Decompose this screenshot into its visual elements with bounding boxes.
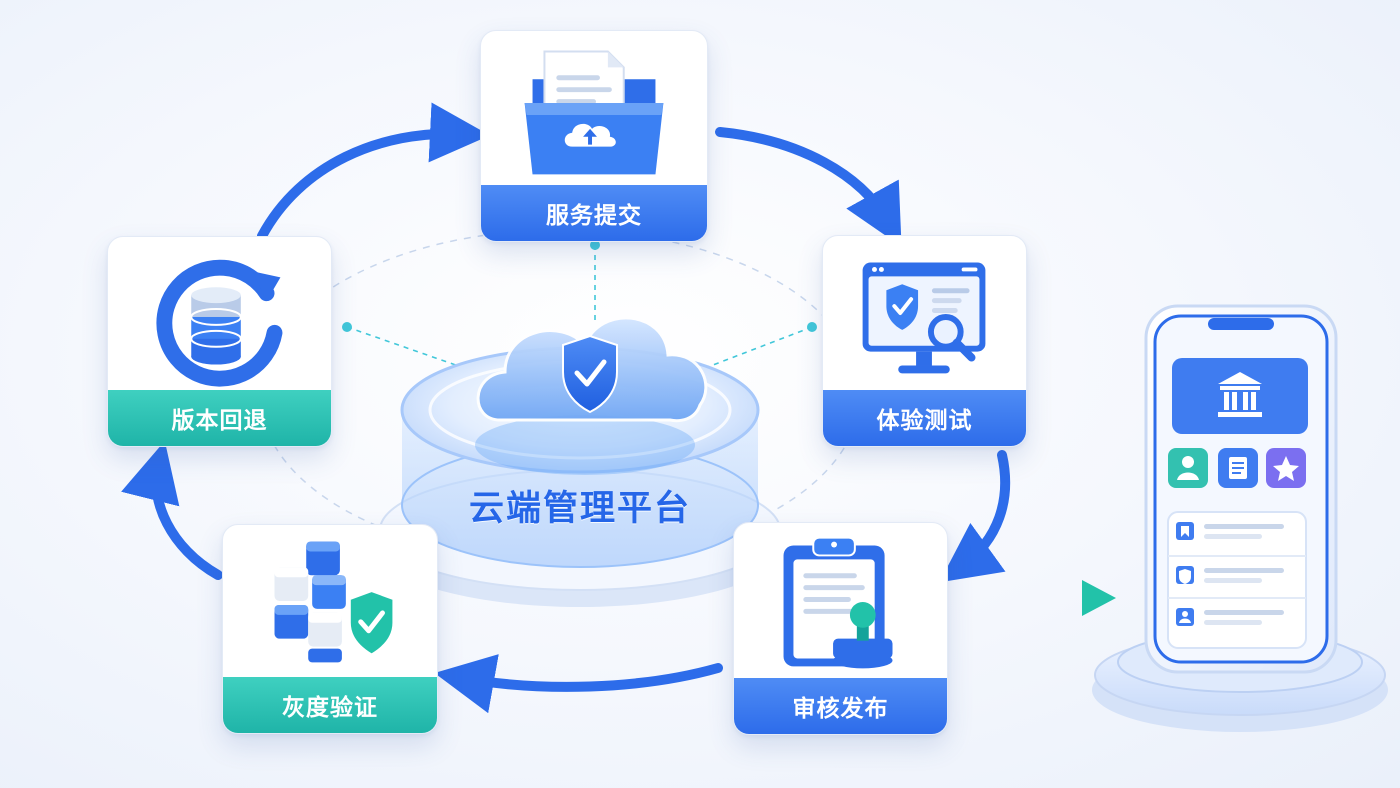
connector-dot-top [590,240,600,250]
hub-connectors [346,245,813,371]
step-label-test: 体验测试 [823,390,1026,446]
monitor-shield-icon [862,262,986,374]
step-label-rollback: 版本回退 [108,390,331,446]
arrow-test-to-review [939,450,1011,583]
arrow-gray-to-rollback [121,440,223,580]
upload-folder-icon [524,50,664,175]
step-card-gray: 灰度验证 [222,524,438,734]
arrow-rollback-to-submit [257,102,490,241]
arrow-submit-to-test [715,127,902,247]
step-card-rollback: 版本回退 [107,236,332,447]
hub-title: 云端管理平台 [468,489,691,529]
cubes-shield-icon [274,541,395,663]
connector-dot-right [807,322,817,332]
arrow-review-to-gray [434,654,723,714]
connector-dot-left [342,322,352,332]
hub-title-box: 云端管理平台 [430,480,730,530]
hub-platform [375,316,785,607]
step-card-test: 体验测试 [822,235,1027,447]
arrow-to-app-head [1082,580,1116,616]
step-card-submit: 服务提交 [480,30,708,242]
mobile-app-icon [1092,304,1388,732]
database-refresh-icon [156,259,283,387]
clipboard-stamp-icon [783,536,893,669]
step-label-gray: 灰度验证 [223,677,437,733]
step-label-review: 审核发布 [734,678,947,734]
step-label-submit: 服务提交 [481,185,707,241]
step-card-review: 审核发布 [733,522,948,735]
